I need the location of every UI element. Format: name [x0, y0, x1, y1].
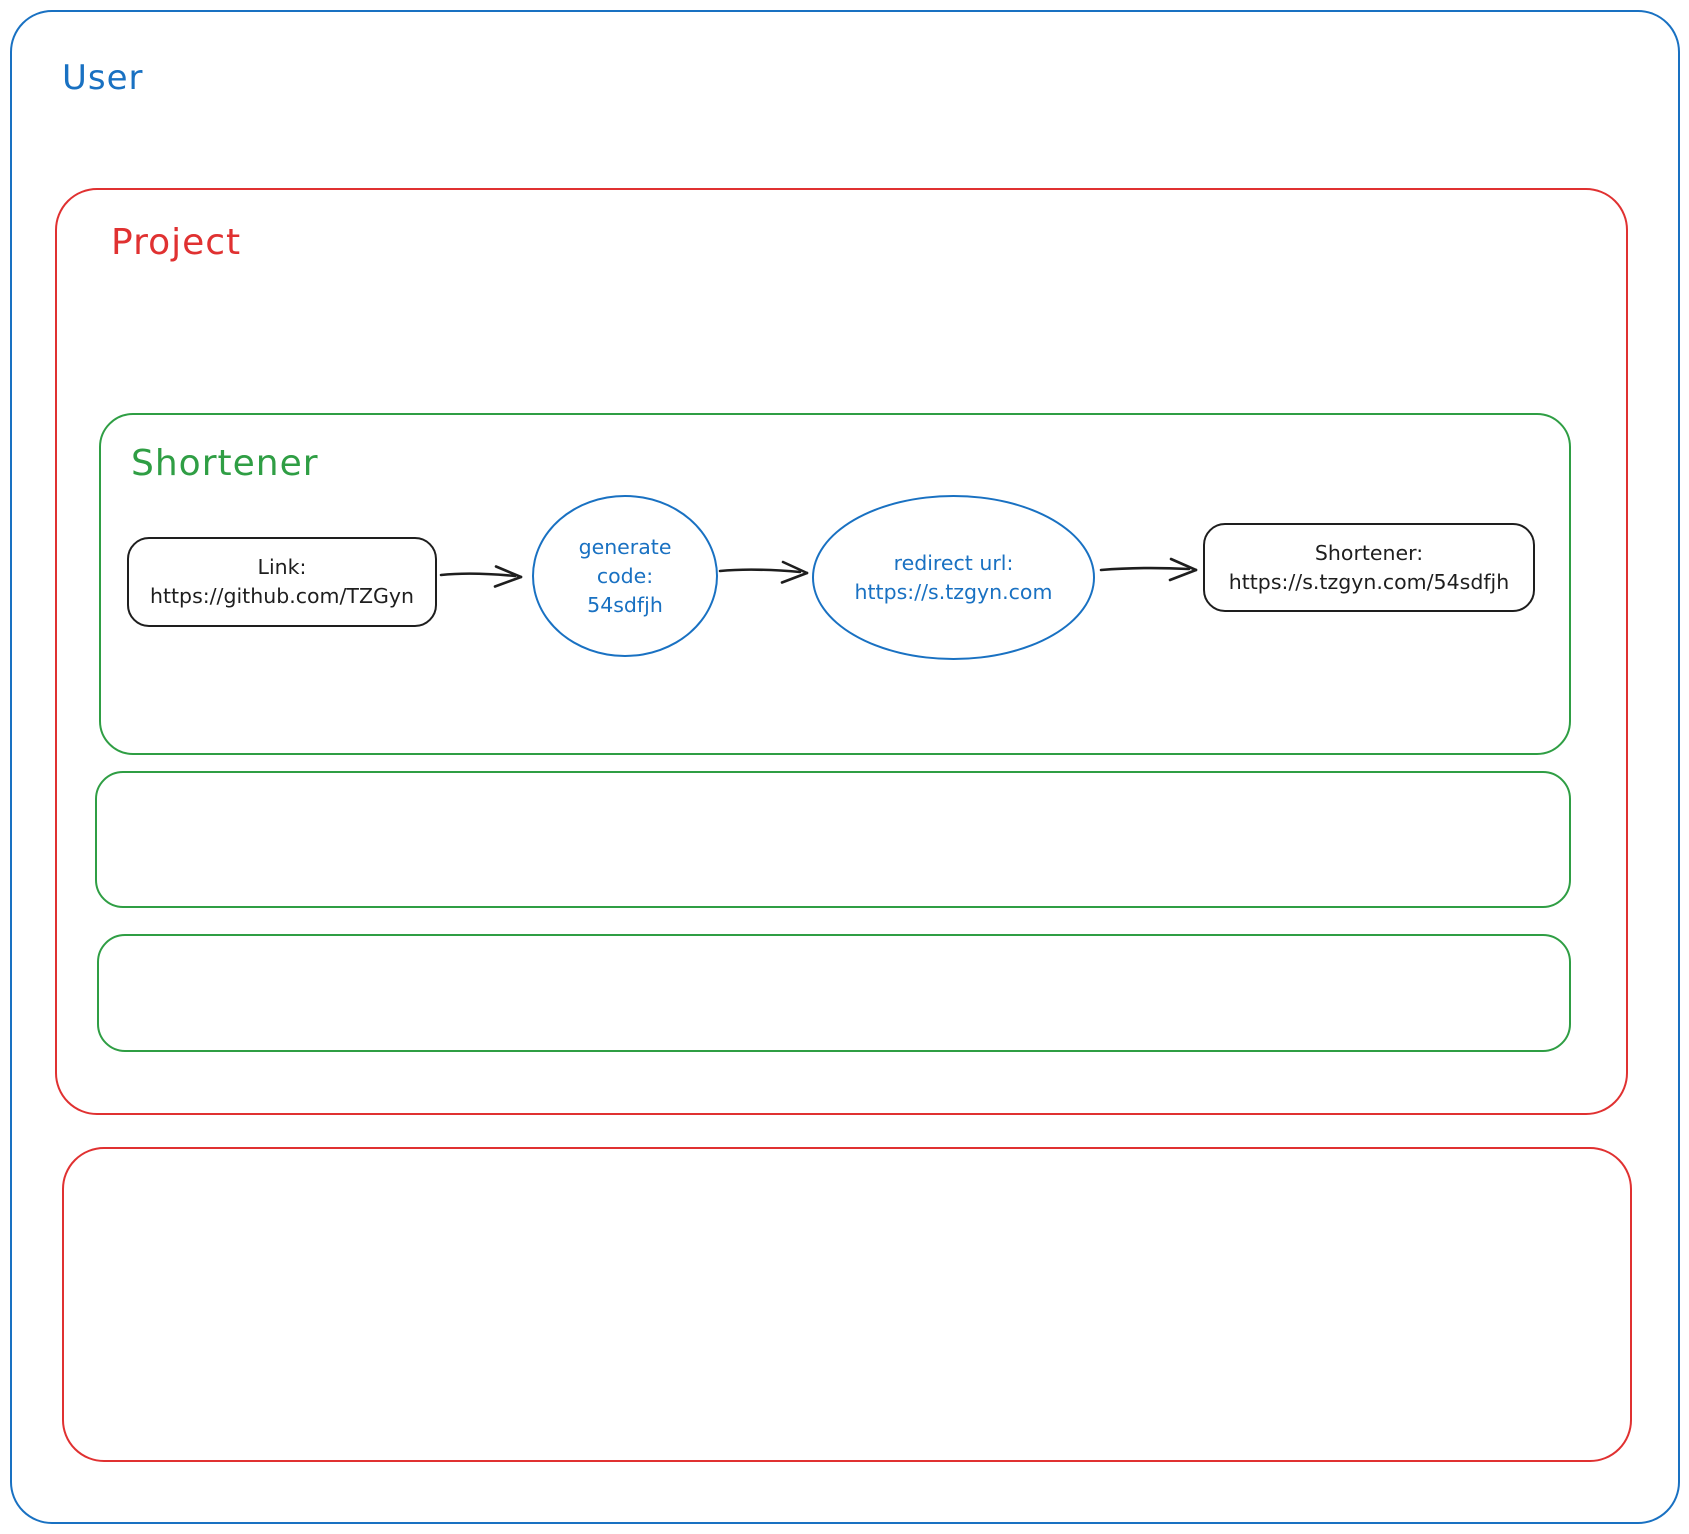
user-frame — [10, 10, 1680, 1524]
project-label: Project — [111, 222, 242, 263]
project-frame — [55, 188, 1628, 1115]
redirect-url-line2: https://s.tzgyn.com — [854, 579, 1053, 604]
empty-green-frame-1 — [95, 771, 1571, 908]
link-node-line2: https://github.com/TZGyn — [149, 584, 414, 608]
redirect-url-line1: redirect url: — [893, 550, 1014, 575]
shortener-frame — [99, 413, 1571, 755]
shortener-label: Shortener — [131, 443, 319, 484]
link-node: Link: https://github.com/TZGyn — [127, 537, 437, 627]
generate-code-node: generate code: 54sdfjh — [532, 495, 718, 657]
empty-green-frame-2 — [97, 934, 1571, 1052]
result-node-line1: Shortener: — [1314, 540, 1424, 565]
user-label: User — [62, 58, 144, 98]
link-node-line1: Link: — [257, 555, 307, 579]
generate-code-line1: generate — [578, 534, 672, 559]
generate-code-line2: code: — [596, 563, 654, 588]
result-node-line2: https://s.tzgyn.com/54sdfjh — [1228, 569, 1510, 594]
generate-code-line3: 54sdfjh — [587, 592, 663, 617]
empty-red-frame — [62, 1147, 1632, 1462]
result-node: Shortener: https://s.tzgyn.com/54sdfjh — [1203, 523, 1535, 612]
redirect-url-node: redirect url: https://s.tzgyn.com — [812, 495, 1095, 660]
